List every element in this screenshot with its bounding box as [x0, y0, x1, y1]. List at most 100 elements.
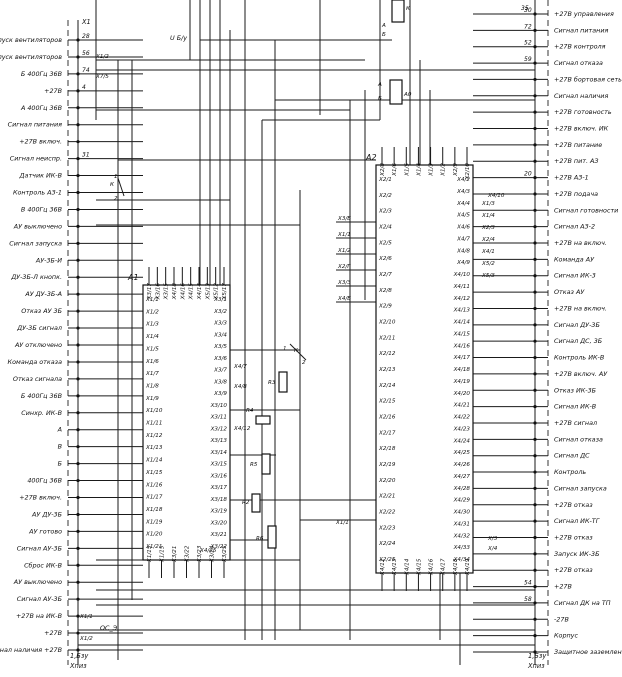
block-pin-label: Х1/20 [145, 532, 163, 538]
resistor-r5: R5 [250, 453, 271, 475]
left-signal-label: АУ отключено [14, 341, 62, 349]
block-pin-label: Х3/20 [210, 520, 228, 526]
right-signal-label: +27В на включ. [554, 304, 607, 312]
block-pin-label: Х1/17 [145, 495, 163, 501]
junction-dot [533, 61, 537, 65]
block-pin-label: Х1/10 [145, 408, 163, 414]
block-pin-label: Х3/7 [213, 368, 227, 374]
junction-dot [76, 648, 80, 652]
block-pin-label: Х3/21 [210, 532, 227, 538]
left-rail-bottom-label-2: Хпиз [69, 662, 87, 670]
block-pin-label: Х1/1 [145, 297, 159, 303]
left-pin-number: 28 [82, 33, 90, 40]
left-signal-label: В 400Гц 36В [21, 205, 62, 213]
block-pin-label: Х4/21 [453, 403, 470, 409]
right-signal-label: Отказ АУ [554, 288, 585, 296]
left-pin-number: 74 [82, 67, 90, 74]
right-signal-label: +27В АЗ-1 [554, 174, 589, 182]
junction-dot [533, 225, 537, 229]
junction-dot [76, 55, 80, 59]
junction-dot [76, 224, 80, 228]
left-signal-label: Запуск вентиляторов [0, 36, 62, 44]
block-pin-label: Х2/16 [378, 415, 396, 421]
block-pin-label: Х2/23 [378, 525, 396, 531]
block-pin-label: Х4/23 [453, 426, 471, 432]
block-pin-label: Х2/3 [378, 209, 392, 215]
connector-mid-label-2: Х1/2 [95, 54, 109, 60]
block-pin-label: Х1/3 [145, 322, 159, 328]
right-signal-label: +27В готовность [554, 108, 612, 116]
connector-label: Х4/1 [481, 249, 495, 255]
block-pin-label: Х3/21 [172, 546, 178, 563]
junction-dot [533, 503, 537, 507]
block-pin-label: Х3/10 [210, 403, 228, 409]
block-pin-label: Х4/20 [453, 391, 471, 397]
block-pin-label: Х3/2 [213, 309, 227, 315]
junction-dot [76, 563, 80, 567]
top-center-label: U Б/у [170, 34, 187, 42]
block-pin-label: Х1/8 [145, 383, 159, 389]
junction-dot [76, 140, 80, 144]
right-signal-label: Сигнал питания [554, 26, 608, 34]
left-rail-bottom-label: 1,Бзу [70, 652, 88, 660]
top-right-number: 35 [521, 5, 529, 12]
relay-a0-name: А0 [403, 92, 412, 98]
right-signal-label: Сигнал ИК-3 [554, 272, 596, 280]
block-pin-label: Х2/18 [378, 446, 396, 452]
resistor-label-b: Х4/8 [233, 384, 247, 390]
right-signal-label: +27В отказ [554, 533, 593, 541]
block-pin-label: Х3/11 [210, 415, 227, 421]
block-pin-label: Х5/12 [214, 283, 220, 301]
block-pin-label: Х4/34 [453, 557, 471, 563]
junction-dot [76, 462, 80, 466]
left-signal-label: +27В включ. [19, 494, 62, 502]
block-pin-label: Х4/32 [453, 533, 471, 539]
block-pin-label: Х3/22 [210, 544, 228, 550]
block-pin-label: Х4/18 [453, 367, 471, 373]
left-signal-label: Запуск вентиляторов [0, 53, 62, 61]
left-signal-label: А 400Гц 36В [20, 104, 62, 112]
block-pin-label: Х4/8 [456, 248, 470, 254]
junction-dot [533, 192, 537, 196]
right-signal-label: Сигнал готовности [554, 206, 618, 214]
block-pin-label: Х1/15 [147, 545, 153, 563]
junction-dot [533, 110, 537, 114]
block-pin-label: Х2/25 [378, 557, 396, 563]
junction-dot [76, 411, 80, 415]
connector-label: Х2/3 [481, 225, 495, 231]
right-signal-label: +27В отказ [554, 566, 593, 574]
junction-dot [76, 207, 80, 212]
left-signal-label: АУ выключено [13, 578, 62, 586]
connector-labels-right: Х1/3Х1/4Х2/3Х2/4Х4/1Х5/2Х5/3 [481, 201, 495, 279]
junction-dot [76, 614, 80, 618]
right-pin-number: 52 [524, 40, 532, 47]
resistor-r4: R4 [246, 408, 271, 425]
junction-dot [533, 159, 537, 163]
junction-dot [76, 360, 80, 364]
junction-dot [533, 388, 537, 392]
junction-dot [533, 77, 537, 82]
junction-dot [76, 241, 80, 245]
left-rail-connector-2: Х1/2 [79, 636, 93, 642]
right-pin-number: 72 [524, 23, 532, 30]
block-pin-label: Х3/5 [213, 344, 227, 350]
relay-a0-pin-b: Б [378, 96, 382, 102]
relay-a0: А0 А Б [377, 79, 412, 105]
resistor-label-c: Х4/12 [233, 426, 251, 432]
block-pin-label: Х2/11 [378, 335, 395, 341]
relay-k-left-pin-2: 2 [114, 196, 118, 202]
block-pin-label: Х3/16 [210, 473, 228, 479]
block-pin-label: Х4/9 [456, 260, 470, 266]
resistor-r5-name: R5 [250, 462, 258, 468]
connector-label: Х1/2 [337, 248, 351, 254]
connector-label: Х1/4 [481, 213, 495, 219]
block-a1-right-pins: Х3/1Х3/2Х3/3Х3/4Х3/5Х3/6Х3/7Х3/8Х3/9Х3/1… [210, 297, 228, 550]
resistor-r2: R2 [242, 493, 261, 513]
left-signal-label: Б 400Гц 36В [21, 70, 62, 78]
block-pin-label: Х1/6 [392, 163, 398, 177]
junction-dot [533, 355, 537, 360]
junction-dot [533, 94, 537, 98]
